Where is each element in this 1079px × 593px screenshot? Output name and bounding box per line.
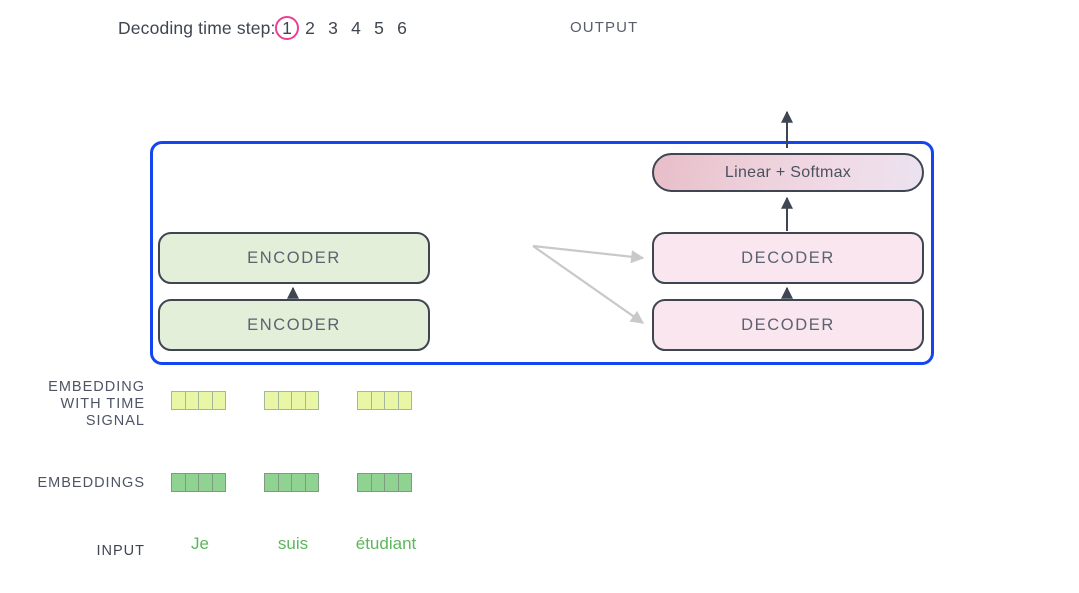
label-line-1: EMBEDDING [48,379,145,395]
time-signal-cell [291,391,306,410]
time-signal-cell-group-2 [264,391,319,410]
time-signal-cell [264,391,279,410]
embedding-cell-group-1 [171,473,226,492]
decoding-time-step-bar: Decoding time step: 1 2 3 4 5 6 [118,14,414,42]
time-signal-cell [384,391,399,410]
input-token-3: étudiant [355,534,417,553]
label-embeddings: EMBEDDINGS [37,475,145,491]
decoding-step-list: 1 2 3 4 5 6 [275,14,414,42]
embedding-cell [184,473,199,492]
embedding-cell [357,473,372,492]
input-token-1: Je [191,534,209,553]
embedding-cell [370,473,385,492]
embedding-cell [198,473,213,492]
decoding-step-3[interactable]: 3 [328,18,338,38]
time-signal-cell [171,391,186,410]
embedding-cell-group-2 [264,473,319,492]
embedding-cell [171,473,186,492]
label-line-2: WITH TIME [60,396,145,412]
decoding-step-6[interactable]: 6 [397,18,407,38]
input-token-2: suis [277,534,309,553]
embedding-cell [304,473,319,492]
embedding-cell [211,473,226,492]
label-input: INPUT [96,543,145,559]
label-embedding-with-time-signal: EMBEDDING WITH TIME SIGNAL [0,379,145,430]
label-line-3: SIGNAL [85,413,145,429]
time-signal-cell [198,391,213,410]
embedding-cell-group-3 [357,473,412,492]
decoding-step-2[interactable]: 2 [305,18,315,38]
time-signal-cell [304,391,319,410]
encoder-box-top[interactable]: ENCODER [158,232,430,284]
time-signal-cell [184,391,199,410]
decoder-box-bottom[interactable]: DECODER [652,299,924,351]
linear-softmax-box[interactable]: Linear + Softmax [652,153,924,192]
decoding-step-4[interactable]: 4 [351,18,361,38]
decoding-step-1[interactable]: 1 [275,14,300,42]
embedding-cell [264,473,279,492]
time-signal-cell [211,391,226,410]
decoding-step-caption: Decoding time step: [118,17,276,38]
output-label: OUTPUT [570,19,639,36]
time-signal-cell [357,391,372,410]
time-signal-cell [277,391,292,410]
decoder-box-top[interactable]: DECODER [652,232,924,284]
time-signal-cell [370,391,385,410]
time-signal-cell-group-1 [171,391,226,410]
embedding-cell [384,473,399,492]
embedding-cell [277,473,292,492]
decoding-step-5[interactable]: 5 [374,18,384,38]
time-signal-cell-group-3 [357,391,412,410]
time-signal-cell [397,391,412,410]
embedding-cell [397,473,412,492]
embedding-cell [291,473,306,492]
encoder-box-bottom[interactable]: ENCODER [158,299,430,351]
